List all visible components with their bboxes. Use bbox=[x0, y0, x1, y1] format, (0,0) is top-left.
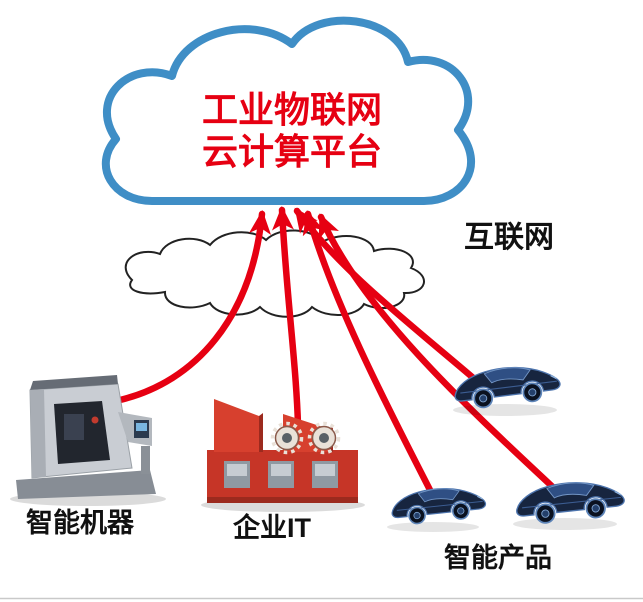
car-icon bbox=[389, 483, 488, 527]
car-shadow bbox=[453, 404, 557, 416]
car-shadow bbox=[387, 522, 479, 532]
cloud-title-line1: 工业物联网 bbox=[202, 89, 382, 130]
machine-label: 智能机器 bbox=[26, 507, 135, 538]
arrow-car3-to-cloud bbox=[317, 213, 560, 494]
smart-products-group bbox=[387, 360, 627, 532]
arrow-machine-to-cloud bbox=[116, 210, 272, 404]
internet-cloud bbox=[124, 229, 425, 318]
internet-label: 互联网 bbox=[464, 221, 554, 254]
car-shadow bbox=[513, 518, 617, 530]
factory-icon bbox=[201, 399, 365, 512]
cloud-platform-outline bbox=[101, 16, 475, 205]
factory-label: 企业IT bbox=[233, 512, 312, 543]
connection-arrows bbox=[116, 206, 560, 494]
cloud-title-line2: 云计算平台 bbox=[202, 131, 382, 172]
products-label: 智能产品 bbox=[444, 542, 552, 573]
arrow-car2-to-cloud bbox=[302, 210, 434, 494]
cnc-machine-icon bbox=[10, 375, 166, 506]
arrow-factory-to-cloud bbox=[271, 206, 302, 429]
